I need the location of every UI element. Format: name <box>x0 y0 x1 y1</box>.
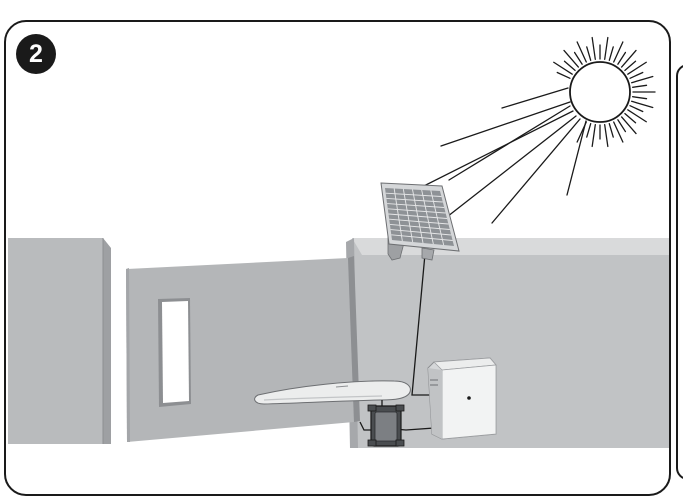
sun-ray <box>624 60 637 72</box>
sun-ray <box>629 71 644 79</box>
sun-ray <box>553 61 573 75</box>
sun-ray <box>627 109 647 123</box>
sun-ray <box>631 75 654 84</box>
sun-ray <box>620 116 637 135</box>
sun-ray <box>604 124 609 148</box>
sun-ray <box>613 41 624 63</box>
installation-scene <box>8 36 669 448</box>
sun-ray <box>617 51 627 65</box>
step-number-badge: 2 <box>16 34 56 74</box>
gate-opener-arm <box>254 380 411 405</box>
sun-ray <box>591 124 596 148</box>
solar-panel <box>380 182 460 261</box>
sun-ray <box>591 36 596 60</box>
control-unit-box <box>367 404 405 447</box>
sun-ray <box>604 36 609 60</box>
sun-ray <box>573 51 583 65</box>
sun-ray <box>613 121 624 143</box>
sun-ray <box>608 123 614 138</box>
sun-ray <box>563 60 576 72</box>
left-wall-pier <box>8 238 111 444</box>
sun-ray <box>624 112 637 124</box>
sun-ray <box>620 49 637 68</box>
swing-gate <box>126 256 360 442</box>
sun-ray <box>608 46 614 61</box>
sun-ray <box>586 123 592 138</box>
sun-ray <box>586 46 592 61</box>
sun-ray <box>576 41 587 63</box>
sun-ray <box>627 61 647 75</box>
illustration-panel: 2 <box>4 20 671 496</box>
adjacent-panel-edge <box>676 64 683 480</box>
battery-box <box>427 357 497 440</box>
sun-ray <box>632 96 648 100</box>
sun-ray <box>629 105 644 113</box>
sun-ray <box>632 84 648 88</box>
sun-ray <box>563 49 580 68</box>
sun-ray <box>617 119 627 133</box>
sun-ray <box>556 71 571 79</box>
sun-ray <box>631 100 654 109</box>
